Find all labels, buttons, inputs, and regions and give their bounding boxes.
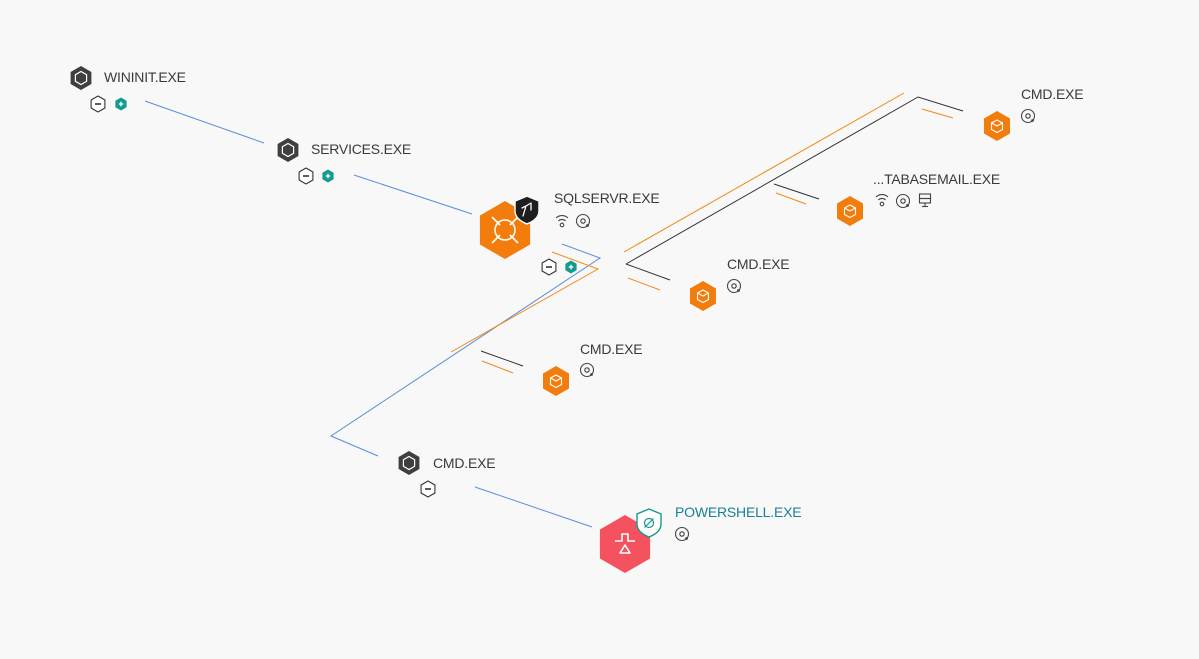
node-label: ...TABASEMAIL.EXE (873, 171, 1000, 187)
wifi-icon[interactable] (555, 214, 569, 228)
node-label: POWERSHELL.EXE (675, 504, 801, 520)
edge-sqlservr-cmd4 (329, 243, 602, 457)
edge-dark-trunk (625, 96, 964, 265)
flask-icon (599, 515, 651, 573)
wifi-icon[interactable] (875, 193, 889, 207)
network-target-icon[interactable] (895, 193, 911, 209)
network-target-icon[interactable] (726, 278, 742, 294)
node-cmd-dark[interactable]: CMD.EXE (398, 451, 496, 498)
node-powershell[interactable]: POWERSHELL.EXE (599, 504, 802, 573)
node-cmd-middle[interactable]: CMD.EXE (690, 256, 790, 311)
node-cmd-top[interactable]: CMD.EXE (984, 86, 1084, 141)
teal-shield-slash-icon[interactable] (636, 508, 662, 538)
collapse-icon[interactable] (420, 480, 436, 498)
edge-orange-branch (450, 251, 600, 353)
black-shield-icon[interactable] (514, 195, 540, 225)
cube-icon (984, 111, 1010, 141)
collapse-icon[interactable] (298, 167, 314, 185)
edge-orange-cmd2 (627, 277, 661, 291)
cube-icon (690, 281, 716, 311)
network-target-icon[interactable] (575, 213, 591, 229)
node-label: SQLSERVR.EXE (554, 190, 660, 206)
collapse-icon[interactable] (541, 258, 557, 276)
plus-hex-icon[interactable] (115, 97, 127, 111)
network-target-icon[interactable] (674, 526, 690, 542)
edge-cmd4-powershell (474, 486, 593, 528)
edge-orange-group (450, 92, 954, 374)
network-target-icon[interactable] (1020, 108, 1036, 124)
node-wininit[interactable]: WININIT.EXE (70, 66, 186, 113)
node-label: CMD.EXE (727, 256, 789, 272)
edge-orange-dbmail (775, 192, 807, 205)
edge-blue-group (144, 100, 602, 528)
edges (144, 92, 964, 528)
edge-services-sqlservr (353, 174, 473, 215)
edge-dark-cmd3 (480, 350, 524, 367)
server-icon[interactable] (918, 193, 932, 208)
node-label: CMD.EXE (1021, 86, 1083, 102)
hexagon-icon (70, 66, 92, 90)
node-label: SERVICES.EXE (311, 141, 411, 157)
node-label: WININIT.EXE (104, 69, 186, 85)
node-label: CMD.EXE (580, 341, 642, 357)
collapse-icon[interactable] (90, 95, 106, 113)
plus-hex-icon[interactable] (322, 169, 334, 183)
node-sqlservr[interactable]: SQLSERVR.EXE (479, 190, 660, 276)
cube-icon (837, 196, 863, 226)
edge-orange-cmd3 (481, 360, 514, 374)
edge-orange-trunk (623, 92, 905, 253)
hexagon-icon (398, 451, 420, 475)
edge-orange-cmd1 (921, 108, 954, 119)
edge-dark-dbmail (773, 183, 820, 200)
plus-hex-icon[interactable] (565, 260, 577, 274)
edge-wininit-services (144, 100, 265, 144)
edge-dark-group (480, 96, 964, 367)
hexagon-icon (277, 138, 299, 162)
node-services[interactable]: SERVICES.EXE (277, 138, 411, 185)
edge-dark-cmd2 (625, 263, 671, 281)
node-label: CMD.EXE (433, 455, 495, 471)
network-target-icon[interactable] (579, 362, 595, 378)
node-cmd-lower[interactable]: CMD.EXE (543, 341, 643, 396)
cube-icon (543, 366, 569, 396)
node-databasemail[interactable]: ...TABASEMAIL.EXE (837, 171, 1000, 226)
